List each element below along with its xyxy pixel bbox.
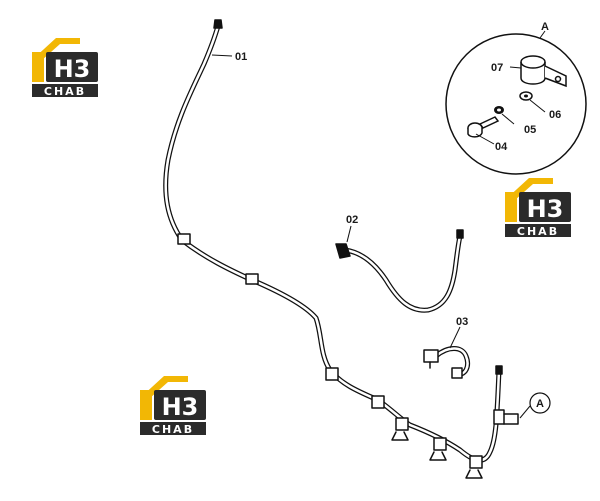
logo-text: CHAB (152, 423, 194, 436)
part-05-lock-washer (494, 106, 504, 114)
logo-glyph: H3 (527, 195, 564, 223)
logo-glyph: H3 (162, 393, 199, 421)
detail-a-title: A (541, 21, 549, 33)
detail-a-view (445, 30, 587, 175)
brand-logo-bottom-left: H3 CHAB (140, 376, 206, 436)
logo-text: CHAB (517, 225, 559, 238)
brand-logo-top-left: H3 CHAB (32, 38, 98, 98)
detail-leaders (475, 66, 546, 145)
callout-a-label: A (536, 398, 544, 410)
logo-text: CHAB (44, 85, 86, 98)
part-07-clamp (520, 55, 567, 88)
part-01-hose (163, 19, 519, 479)
part-02-hose (335, 229, 464, 313)
label-05: 05 (524, 124, 536, 136)
callout-a: A (529, 392, 551, 414)
logo-glyph: H3 (54, 55, 91, 83)
label-04: 04 (495, 141, 508, 153)
part-leaders (211, 54, 531, 419)
label-07: 07 (491, 62, 503, 74)
part-03-hose (423, 346, 471, 379)
label-02: 02 (346, 214, 358, 226)
part-04-bolt (467, 116, 500, 138)
brand-logo-right: H3 CHAB (505, 178, 571, 238)
label-06: 06 (549, 109, 561, 121)
label-03: 03 (456, 316, 468, 328)
part-06-washer (519, 91, 533, 101)
label-01: 01 (235, 51, 247, 63)
